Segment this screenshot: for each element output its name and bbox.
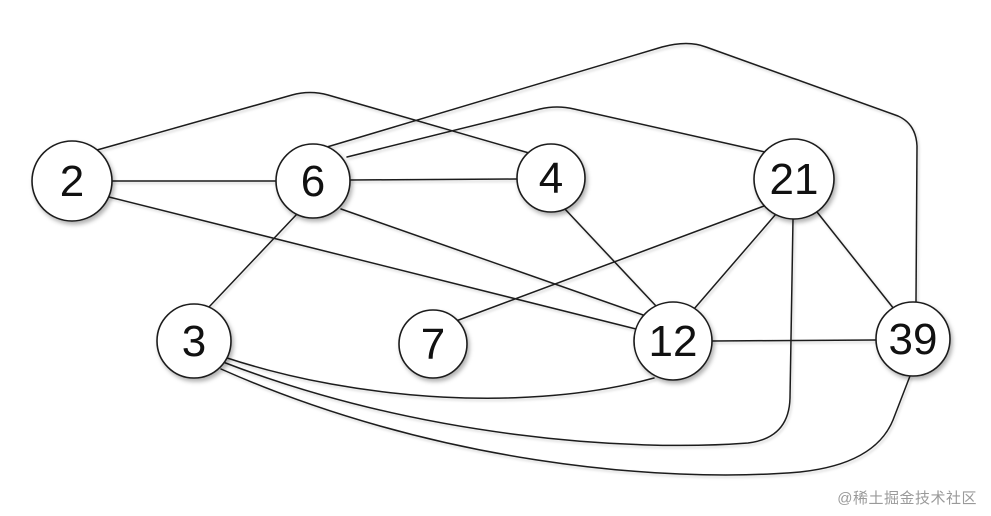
graph-edge-2-4 [96,91,530,154]
node-label-7: 7 [421,320,445,369]
node-circle-21 [753,138,835,220]
node-label-21: 21 [770,155,819,204]
graph-edge-3-21 [222,218,794,447]
graph-edge-6-4 [349,178,518,181]
graph-edge-3-12 [223,356,655,400]
graph-node-12: 12 [633,301,713,381]
node-circle-12 [633,301,713,381]
graph-node-3: 3 [156,303,232,379]
graph-edge-6-21 [346,106,766,158]
graph-node-4: 4 [516,143,586,213]
node-circle-6 [275,143,351,219]
graph-edge-12-39 [711,339,877,342]
watermark-text: @稀土掘金技术社区 [837,490,977,507]
graph-edge-2-12 [108,196,637,330]
graph-node-6: 6 [275,143,351,219]
node-circle-39 [875,301,951,377]
node-label-6: 6 [301,157,325,206]
graph-edge-4-12 [563,207,657,307]
node-label-3: 3 [182,317,206,366]
node-label-4: 4 [539,154,563,203]
node-circle-2 [31,140,113,222]
graph-edge-7-21 [455,205,765,322]
node-label-2: 2 [60,157,84,206]
graph-edge-21-39 [816,211,895,310]
node-circle-3 [156,303,232,379]
graph-edge-6-12 [340,208,647,317]
graph-node-2: 2 [31,140,113,222]
graph-node-7: 7 [398,309,468,379]
graph-edge-12-21 [693,213,777,310]
graph-node-21: 21 [753,138,835,220]
node-label-39: 39 [889,315,938,364]
node-layer: 2 6 4 21 3 7 12 39 [31,138,951,381]
graph-edge-3-39 [220,368,911,476]
graph-edge-6-39 [326,42,918,303]
node-circle-7 [398,309,468,379]
node-circle-4 [516,143,586,213]
graph-node-39: 39 [875,301,951,377]
edge-layer [96,42,918,476]
graph-edge-6-3 [208,213,298,308]
node-label-12: 12 [649,317,698,366]
